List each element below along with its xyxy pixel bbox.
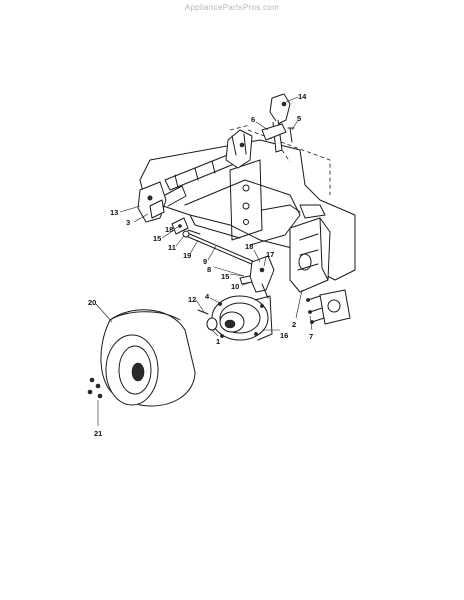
- spindle-bracket-left: [137, 181, 187, 223]
- callout-18-left: 18: [165, 225, 173, 234]
- callout-labels: 14 6 5 13 3 18 15 11 19 9 18 17 8 15 10 …: [88, 92, 313, 438]
- callout-14: 14: [298, 92, 307, 101]
- callout-19: 19: [183, 251, 191, 260]
- callout-15-left: 15: [153, 234, 161, 243]
- spindle-bracket-right: [239, 255, 275, 299]
- callout-2: 2: [292, 320, 296, 329]
- upper-spindle-arm: [261, 93, 295, 163]
- gear-housing: [289, 217, 331, 293]
- mounting-plate: [306, 289, 351, 325]
- callout-13: 13: [110, 208, 118, 217]
- callout-11: 11: [168, 243, 176, 252]
- callout-16: 16: [280, 331, 288, 340]
- leader-lines: [95, 96, 313, 426]
- callout-18-right: 18: [245, 242, 253, 251]
- callout-5: 5: [297, 114, 301, 123]
- callout-12: 12: [188, 295, 196, 304]
- wheel-hub-assembly: [197, 295, 273, 341]
- callout-9: 9: [203, 257, 207, 266]
- callout-21: 21: [94, 429, 102, 438]
- tire: [100, 309, 196, 407]
- callout-8: 8: [207, 265, 211, 274]
- callout-7: 7: [309, 332, 313, 341]
- callout-1: 1: [216, 337, 220, 346]
- callout-15-right: 15: [221, 272, 229, 281]
- pivot-bracket-right: [225, 129, 253, 169]
- callout-17: 17: [266, 250, 274, 259]
- callout-4: 4: [205, 292, 210, 301]
- lug-nuts: [87, 377, 103, 399]
- callout-3: 3: [126, 218, 130, 227]
- callout-10: 10: [231, 282, 239, 291]
- watermark-text: AppliancePartsPros.com: [184, 3, 280, 12]
- chassis-frame: [139, 124, 356, 281]
- callout-6: 6: [251, 115, 255, 124]
- callout-20: 20: [88, 298, 96, 307]
